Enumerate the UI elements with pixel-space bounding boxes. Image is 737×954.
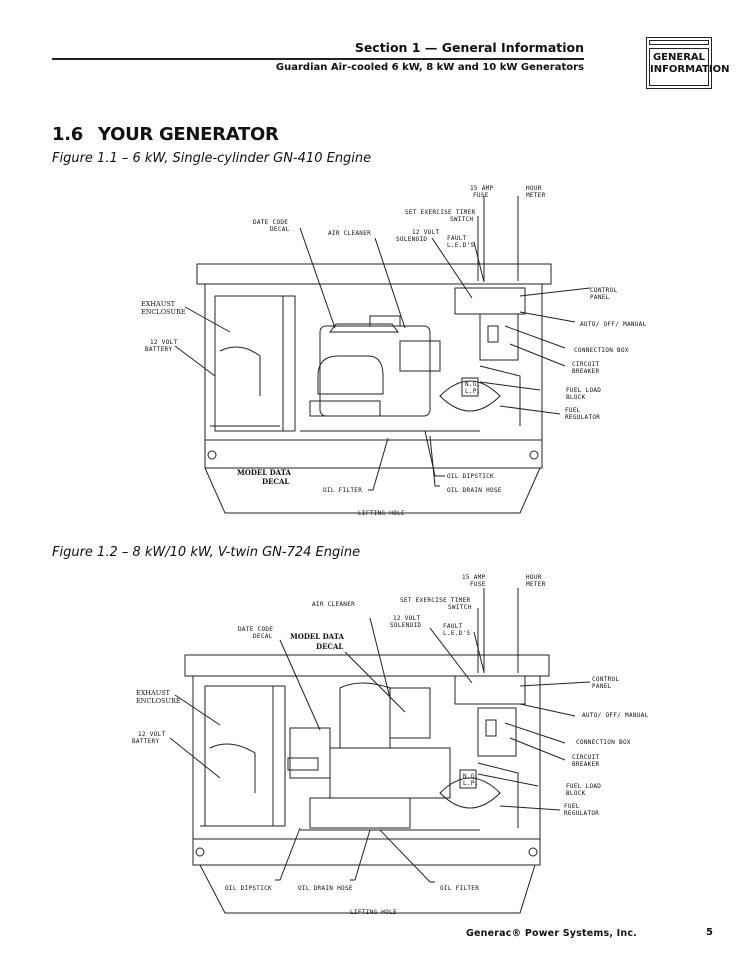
fig1-base xyxy=(204,439,543,469)
fig1-lbl-fuse2: FUSE xyxy=(473,192,489,199)
fig1-lbl-fault2: L.E.D'S xyxy=(447,242,474,249)
fig1-lbl-oilfilter: OIL FILTER xyxy=(323,487,362,494)
fig1-lbl-model2: DECAL xyxy=(262,477,289,486)
fig2-lbl-drainhose: OIL DRAIN HOSE xyxy=(298,885,353,892)
tab-strip xyxy=(649,40,709,45)
fig2-lbl-dipstick: OIL DIPSTICK xyxy=(225,885,272,892)
fig2-lbl-datecode: DATE CODE xyxy=(238,626,273,633)
fig1-lbl-hour: HOUR xyxy=(526,185,542,192)
fig2-lbl-exhaust2: ENCLOSURE xyxy=(136,697,181,705)
fig1-lbl-nglp: N.G. xyxy=(465,381,481,388)
figure2-caption: Figure 1.2 – 8 kW/10 kW, V-twin GN-724 E… xyxy=(52,545,361,560)
fig2-lbl-fuelload2: BLOCK xyxy=(566,790,586,797)
fig1-lbl-control2: PANEL xyxy=(590,294,610,301)
footer-company: Generac® Power Systems, Inc. xyxy=(466,928,637,939)
fig2-lbl-battery: 12 VOLT xyxy=(138,731,165,738)
fig1-lbl-fuelload2: BLOCK xyxy=(566,394,586,401)
fig1-lbl-exhaust: EXHAUST xyxy=(141,300,176,308)
fig1-lbl-model: MODEL DATA xyxy=(237,468,292,477)
fig1-lbl-aircleaner: AIR CLEANER xyxy=(328,230,371,237)
fig2-lbl-breaker: CIRCUIT xyxy=(572,754,599,761)
fig1-lbl-liftinghole: LIFTING HOLE xyxy=(358,510,405,517)
fig1-lbl-hour2: METER xyxy=(526,192,546,199)
fig1-lbl-drainhose: OIL DRAIN HOSE xyxy=(447,487,502,494)
fig1-lbl-fault: FAULT xyxy=(447,235,467,242)
fig1-lbl-exercise2: SWITCH xyxy=(450,216,474,223)
section-title-text: YOUR GENERATOR xyxy=(98,124,279,145)
fig2-lbl-control2: PANEL xyxy=(592,683,612,690)
fig2-lbl-solenoid2: SOLENOID xyxy=(390,622,421,629)
fig2-lbl-autooff: AUTO/ OFF/ MANUAL xyxy=(582,712,649,719)
fig2-lbl-fault2: L.E.D'S xyxy=(443,630,470,637)
fig2-lbl-model: MODEL DATA xyxy=(290,632,345,641)
fig2-lbl-breaker2: BREAKER xyxy=(572,761,599,768)
fig2-lbl-oilfilter: OIL FILTER xyxy=(440,885,479,892)
fig1-lbl-battery2: BATTERY xyxy=(145,346,172,353)
section-tab: GENERAL INFORMATION xyxy=(646,37,730,89)
fig2-lbl-fuelreg2: REGULATOR xyxy=(564,810,599,817)
fig2-lbl-datecode2: DECAL xyxy=(253,633,273,640)
fig2-lbl-exercise2: SWITCH xyxy=(448,604,472,611)
fig1-lbl-fuelreg2: REGULATOR xyxy=(565,414,600,421)
fig1-lbl-datecode: DATE CODE xyxy=(253,219,288,226)
fig1-lbl-fuse: 15 AMP xyxy=(470,185,494,192)
figure1-diagram: 15 AMP FUSE HOUR METER SET EXERCISE TIME… xyxy=(0,176,737,526)
fig2-lbl-fuelload: FUEL LOAD xyxy=(566,783,601,790)
fig2-lbl-hour2: METER xyxy=(526,581,546,588)
fig1-lbl-solenoid: 12 VOLT xyxy=(412,229,439,236)
fig2-lbl-control: CONTROL xyxy=(592,676,619,683)
fig1-lbl-nglp2: L.P. xyxy=(465,388,481,395)
fig1-roof xyxy=(196,263,552,285)
fig1-lbl-fuelload: FUEL LOAD xyxy=(566,387,601,394)
fig2-lbl-solenoid: 12 VOLT xyxy=(393,615,420,622)
tab-label: GENERAL INFORMATION xyxy=(649,48,730,86)
fig2-lbl-aircleaner: AIR CLEANER xyxy=(312,601,355,608)
figure2-diagram: 15 AMP FUSE HOUR METER SET EXERCISE TIME… xyxy=(0,568,737,918)
fig1-housing xyxy=(204,283,543,441)
fig1-lbl-datecode2: DECAL xyxy=(270,226,290,233)
fig1-lbl-connbox: CONNECTION BOX xyxy=(574,347,629,354)
fig2-lbl-exercise: SET EXERCISE TIMER xyxy=(400,597,471,604)
fig1-lbl-battery: 12 VOLT xyxy=(150,339,177,346)
document-subtitle: Guardian Air-cooled 6 kW, 8 kW and 10 kW… xyxy=(275,62,584,73)
fig1-lbl-autooff: AUTO/ OFF/ MANUAL xyxy=(580,321,647,328)
fig2-lbl-fuse: 15 AMP xyxy=(462,574,486,581)
fig2-lbl-hour: HOUR xyxy=(526,574,542,581)
page-number: 5 xyxy=(706,927,713,938)
fig1-lbl-dipstick: OIL DIPSTICK xyxy=(447,473,494,480)
fig2-lbl-nglp: N.G. xyxy=(463,773,479,780)
header-rule xyxy=(52,58,584,60)
figure1-caption: Figure 1.1 – 6 kW, Single-cylinder GN-41… xyxy=(52,151,372,166)
fig1-lbl-fuelreg: FUEL xyxy=(565,407,581,414)
fig1-lbl-exercise: SET EXERCISE TIMER xyxy=(405,209,476,216)
fig2-lbl-model2: DECAL xyxy=(316,642,343,651)
section-header: Section 1 — General Information xyxy=(354,40,584,55)
section-number: 1.6 xyxy=(52,124,83,145)
fig1-lbl-control: CONTROL xyxy=(590,287,617,294)
tab-label-line1: GENERAL xyxy=(652,52,706,63)
tab-label-line2: INFORMATION xyxy=(650,64,730,75)
fig2-lbl-connbox: CONNECTION BOX xyxy=(576,739,631,746)
fig1-lbl-exhaust2: ENCLOSURE xyxy=(141,308,186,316)
fig1-lbl-breaker2: BREAKER xyxy=(572,368,599,375)
fig2-roof xyxy=(184,654,550,677)
fig2-lbl-nglp2: L.P. xyxy=(463,780,479,787)
fig2-lbl-liftinghole: LIFTING HOLE xyxy=(350,909,397,916)
fig1-lbl-breaker: CIRCUIT xyxy=(572,361,599,368)
fig2-lbl-battery2: BATTERY xyxy=(132,738,159,745)
fig2-lbl-fuelreg: FUEL xyxy=(564,803,580,810)
section-title: 1.6 YOUR GENERATOR xyxy=(52,124,279,145)
fig2-lbl-exhaust: EXHAUST xyxy=(136,689,171,697)
fig2-lbl-fuse2: FUSE xyxy=(470,581,486,588)
fig1-lbl-solenoid2: SOLENOID xyxy=(396,236,427,243)
fig2-lbl-fault: FAULT xyxy=(443,623,463,630)
